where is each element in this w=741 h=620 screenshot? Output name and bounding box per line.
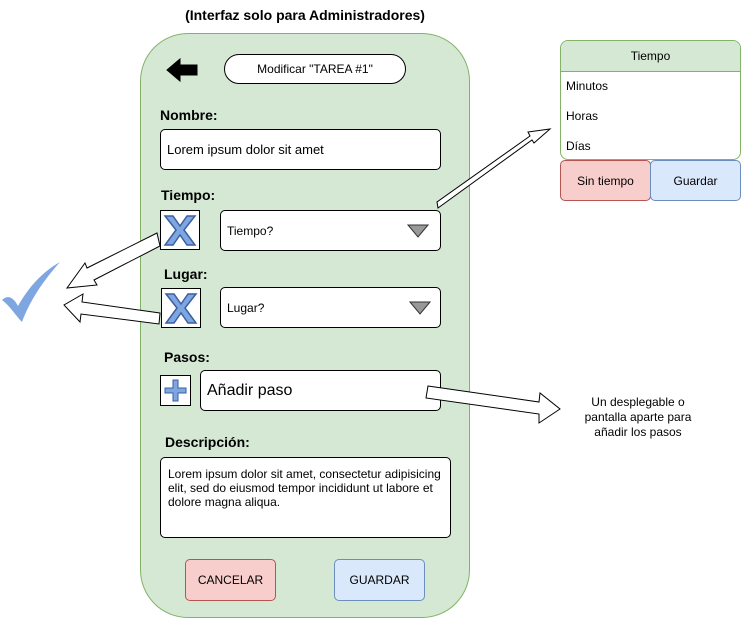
save-button[interactable]: GUARDAR: [334, 559, 425, 601]
arrow-icon: [425, 385, 561, 424]
pasos-label: Pasos:: [164, 349, 210, 365]
descripcion-textarea[interactable]: Lorem ipsum dolor sit amet, consectetur …: [160, 457, 451, 538]
arrow-icon: [65, 232, 161, 289]
descripcion-label: Descripción:: [165, 434, 250, 450]
lugar-select-value: Lugar?: [227, 300, 265, 315]
popup-save-button[interactable]: Guardar: [650, 160, 741, 201]
page-title: (Interfaz solo para Administradores): [185, 7, 425, 23]
dropdown-triangle-icon: [407, 224, 429, 238]
nombre-label: Nombre:: [160, 107, 218, 123]
plus-icon: [164, 379, 187, 402]
back-arrow-icon[interactable]: [165, 57, 199, 83]
tiempo-clear-button[interactable]: [160, 210, 200, 250]
checkmark-icon: [2, 262, 60, 322]
pasos-input[interactable]: Añadir paso: [200, 370, 441, 411]
arrow-icon: [436, 128, 552, 209]
time-option-horas[interactable]: Horas: [566, 109, 599, 123]
lugar-clear-button[interactable]: [161, 288, 201, 328]
tiempo-label: Tiempo:: [161, 187, 216, 203]
arrow-icon: [63, 293, 161, 325]
x-icon: [164, 293, 198, 324]
time-option-minutos[interactable]: Minutos: [566, 79, 609, 93]
time-option-dias[interactable]: Días: [566, 139, 591, 153]
nombre-input[interactable]: Lorem ipsum dolor sit amet: [160, 129, 441, 170]
cancel-button[interactable]: CANCELAR: [185, 559, 276, 601]
time-popup-header: Tiempo: [561, 41, 740, 72]
no-time-button[interactable]: Sin tiempo: [560, 160, 651, 201]
tiempo-select-value: Tiempo?: [227, 223, 274, 238]
dropdown-triangle-icon: [409, 301, 431, 315]
tiempo-select[interactable]: Tiempo?: [220, 210, 441, 251]
lugar-select[interactable]: Lugar?: [220, 287, 441, 328]
steps-note: Un desplegable o pantalla aparte para añ…: [584, 395, 692, 439]
header-title: Modificar "TAREA #1": [224, 54, 406, 84]
x-icon: [163, 215, 197, 246]
add-step-button[interactable]: [160, 375, 191, 406]
lugar-label: Lugar:: [164, 266, 208, 282]
